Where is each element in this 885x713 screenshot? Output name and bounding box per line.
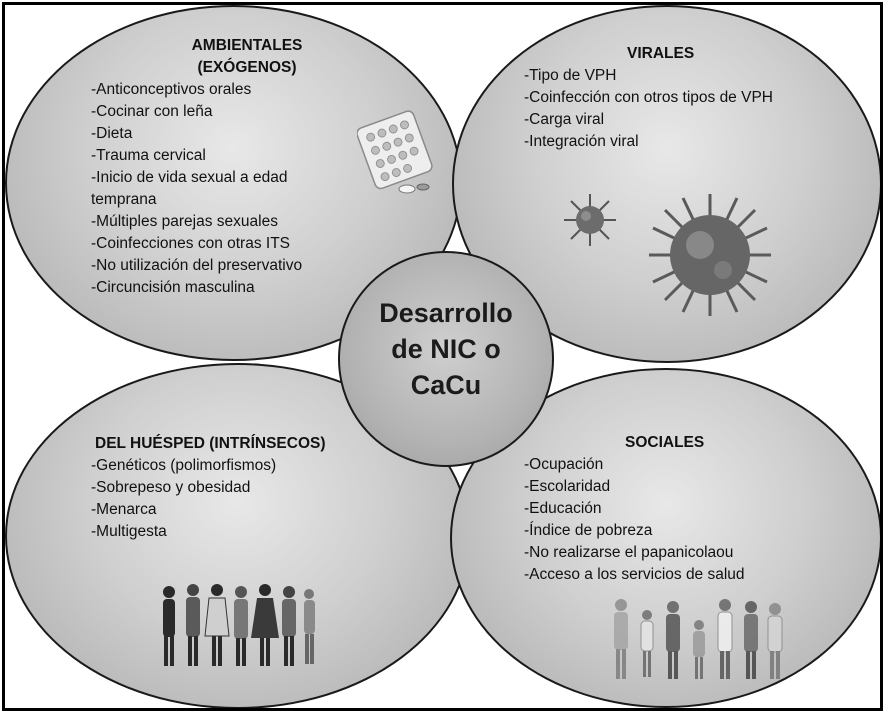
ambientales-title-line1: AMBIENTALES [191,37,303,54]
virales-title: VIRALES [627,43,747,65]
ambientales-title-line2: (EXÓGENOS) [197,59,297,76]
list-item: -Dieta [91,125,133,142]
list-item: -Anticonceptivos orales [91,81,252,98]
list-item: -Ocupación [524,456,604,473]
list-item: -Escolaridad [524,478,611,495]
sociales-title-text: SOCIALES [625,434,705,451]
ambientales-list: -Anticonceptivos orales -Cocinar con leñ… [91,79,353,299]
huesped-list: -Genéticos (polimorfismos) -Sobrepeso y … [91,455,351,543]
list-item: -Acceso a los servicios de salud [524,566,745,583]
virales-list: -Tipo de VPH -Coinfección con otros tipo… [524,65,814,153]
virus-small-icon [564,194,616,246]
list-item: -Índice de pobreza [524,522,653,539]
virus-icon [649,194,771,316]
list-item: -No utilización del preservativo [91,257,303,274]
crowd-icon [614,599,783,679]
list-item: -Sobrepeso y obesidad [91,479,251,496]
huesped-title-text: DEL HUÉSPED (INTRÍNSECOS) [95,435,326,452]
center-line: Desarrollo [379,298,513,328]
list-item: -Circuncisión masculina [91,279,255,296]
list-item: -Multigesta [91,523,167,540]
pills-icon [357,110,433,194]
list-item: -Educación [524,500,602,517]
center-line: CaCu [410,370,482,400]
center-line: de NIC o [391,334,501,364]
center-title: Desarrollo de NIC o CaCu [338,295,554,403]
list-item: -Múltiples parejas sexuales [91,213,278,230]
sociales-list: -Ocupación -Escolaridad -Educación -Índi… [524,454,814,586]
center-circle [338,251,554,467]
list-item: -No realizarse el papanicolaou [524,544,734,561]
list-item: -Menarca [91,501,157,518]
list-item: -Cocinar con leña [91,103,213,120]
sociales-title: SOCIALES [625,432,745,454]
virales-title-text: VIRALES [627,45,695,62]
ambientales-title: AMBIENTALES (EXÓGENOS) [147,35,347,79]
list-item: -Carga viral [524,111,605,128]
huesped-title: DEL HUÉSPED (INTRÍNSECOS) [95,433,395,455]
list-item: -Tipo de VPH [524,67,617,84]
list-item: -Inicio de vida sexual a edad temprana [91,169,288,208]
list-item: -Genéticos (polimorfismos) [91,457,277,474]
list-item: -Coinfección con otros tipos de VPH [524,89,773,106]
list-item: -Trauma cervical [91,147,206,164]
list-item: -Integración viral [524,133,639,150]
people-icon [163,584,315,666]
list-item: -Coinfecciones con otras ITS [91,235,291,252]
